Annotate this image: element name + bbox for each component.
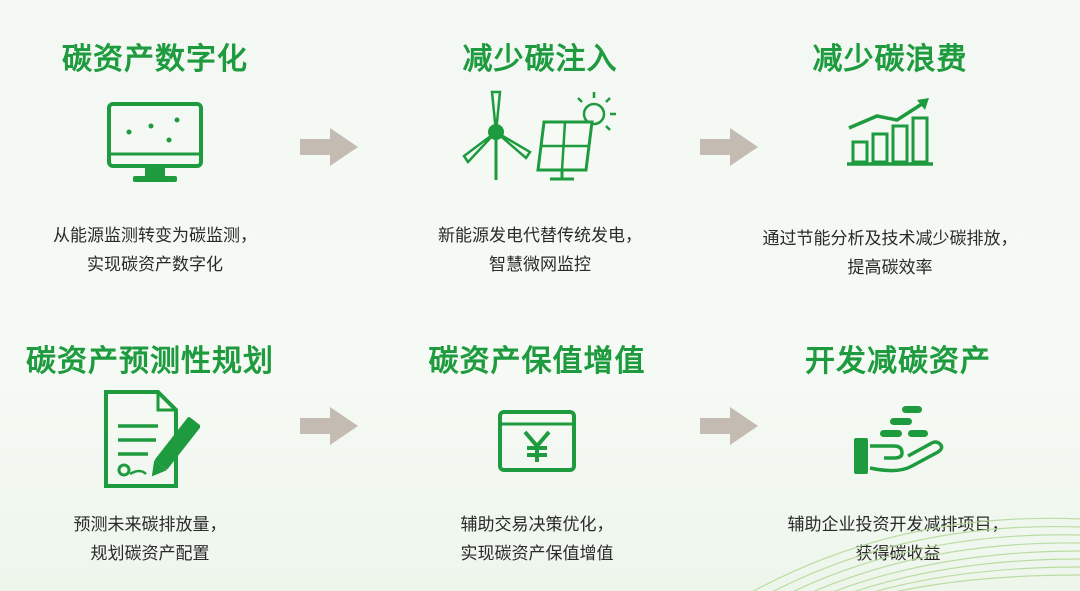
item-description: 通过节能分析及技术减少碳排放， 提高碳效率	[762, 229, 1018, 278]
monitor-icon	[107, 102, 203, 182]
arrow-right-icon	[300, 128, 358, 166]
item-description: 辅助交易决策优化， 实现碳资产保值增值	[460, 515, 614, 564]
item-description: 从能源监测转变为碳监测， 实现碳资产数字化	[53, 226, 257, 275]
growth-chart-icon	[847, 98, 933, 166]
item-title: 碳资产保值增值	[428, 344, 646, 379]
arrow-right-icon	[300, 407, 358, 445]
item-description: 新能源发电代替传统发电， 智慧微网监控	[438, 226, 642, 275]
yuan-card-icon	[498, 410, 576, 472]
item-title: 碳资产数字化	[62, 42, 248, 77]
item-title: 开发减碳资产	[805, 344, 991, 379]
item-title: 碳资产预测性规划	[26, 344, 274, 379]
hand-coins-icon	[854, 406, 944, 474]
item-title: 减少碳注入	[462, 42, 618, 77]
arrow-right-icon	[700, 128, 758, 166]
decorative-swirl	[752, 517, 1080, 591]
document-pen-icon	[104, 390, 200, 488]
item-description: 预测未来碳排放量， 规划碳资产配置	[73, 515, 227, 564]
wind-solar-icon	[462, 90, 616, 181]
item-title: 减少碳浪费	[812, 42, 968, 77]
arrow-right-icon	[700, 407, 758, 445]
